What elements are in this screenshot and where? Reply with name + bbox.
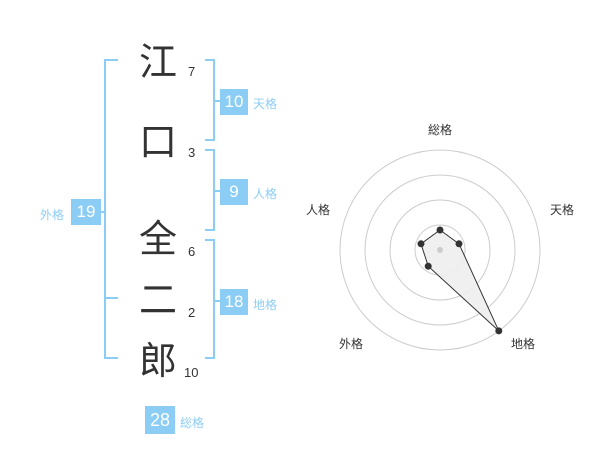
radar-polygon — [420, 229, 500, 332]
radar-point-1 — [436, 226, 444, 234]
radar-axis-label-tenkaku: 天格 — [550, 203, 575, 217]
name-char-3: 全 — [138, 217, 177, 261]
radar-point-5 — [417, 240, 425, 248]
soukaku-label: 総格 — [180, 416, 205, 430]
jinkaku-label: 人格 — [253, 187, 278, 201]
name-char-4: 二 — [138, 278, 177, 322]
jinkaku-badge: 9 — [220, 179, 248, 205]
radar-ring-3 — [364, 174, 516, 326]
stroke-count-1: 7 — [188, 64, 196, 79]
tenkaku-badge: 10 — [220, 89, 248, 115]
gaikaku-badge: 19 — [71, 199, 101, 225]
stroke-count-4: 2 — [188, 305, 196, 320]
stroke-count-2: 3 — [188, 145, 196, 160]
radar-axis-label-chikaku: 地格 — [511, 337, 536, 351]
radar-axis-label-soukaku: 総格 — [428, 123, 453, 137]
radar-point-3 — [495, 327, 503, 335]
tenkaku-label: 天格 — [253, 97, 278, 111]
radar-ring-2 — [389, 199, 491, 301]
gaikaku-bracket — [104, 59, 118, 359]
radar-point-2 — [455, 240, 463, 248]
name-char-2: 口 — [138, 120, 177, 164]
stroke-count-3: 6 — [188, 244, 196, 259]
radar-axis-label-jinkaku: 人格 — [306, 203, 331, 217]
radar-center-dot — [437, 247, 443, 253]
radar-point-4 — [424, 262, 432, 270]
chikaku-badge: 18 — [220, 289, 248, 315]
radar-axis-label-gaikaku: 外格 — [339, 337, 364, 351]
soukaku-badge: 28 — [145, 406, 175, 434]
chikaku-bracket — [205, 239, 215, 359]
gaikaku-label: 外格 — [40, 208, 65, 222]
radar-ring-4 — [339, 149, 541, 351]
chikaku-label: 地格 — [253, 298, 278, 312]
name-char-5: 郎 — [138, 339, 177, 383]
stroke-count-5: 10 — [184, 365, 199, 380]
name-char-1: 江 — [138, 40, 177, 84]
